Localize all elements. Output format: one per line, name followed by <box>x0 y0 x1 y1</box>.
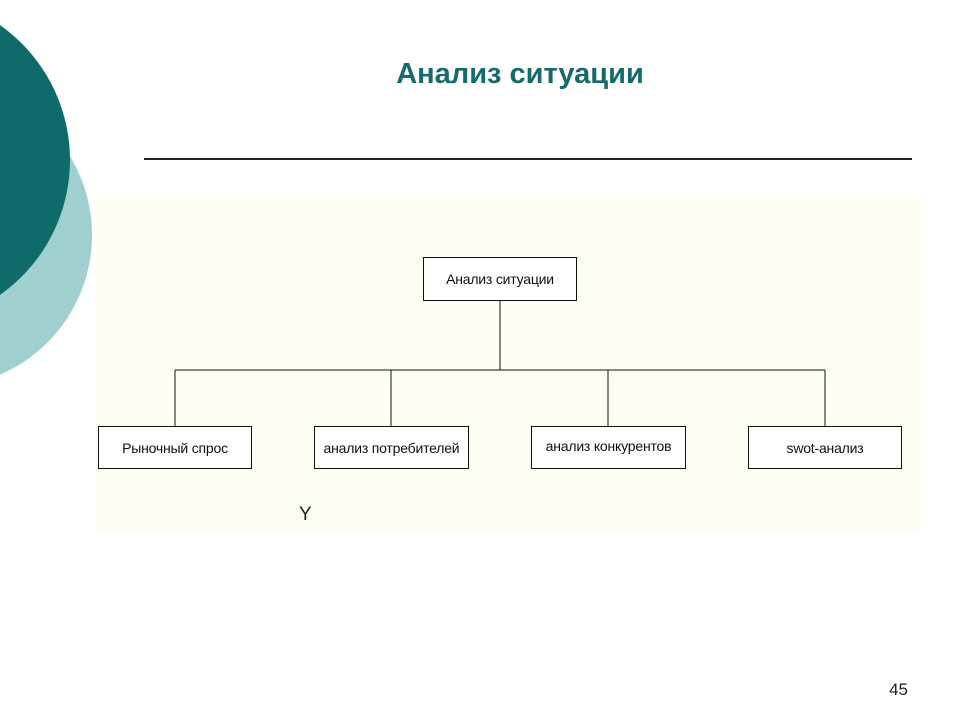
node-consumer-analysis: анализ потребителей <box>314 426 469 469</box>
node-market-demand: Рыночный спрос <box>98 426 252 469</box>
node-swot-analysis: swot-анализ <box>748 426 902 469</box>
deco-circle-dark <box>0 25 70 295</box>
slide-title: Анализ ситуации <box>396 58 644 90</box>
node-swot-analysis-label: swot-анализ <box>786 439 864 456</box>
node-root-label: Анализ ситуации <box>446 271 554 287</box>
node-competitor-analysis-label: анализ конкурентов <box>545 438 672 454</box>
node-root: Анализ ситуации <box>423 257 577 301</box>
decorative-circles <box>0 25 92 375</box>
diagram-panel <box>96 199 920 532</box>
page-number: 45 <box>889 680 908 699</box>
node-competitor-analysis: анализ конкурентов <box>531 426 686 469</box>
stray-text-mark: Y <box>299 504 312 525</box>
node-market-demand-label: Рыночный спрос <box>122 439 228 456</box>
title-divider <box>144 158 912 160</box>
node-consumer-analysis-label: анализ потребителей <box>323 439 460 456</box>
